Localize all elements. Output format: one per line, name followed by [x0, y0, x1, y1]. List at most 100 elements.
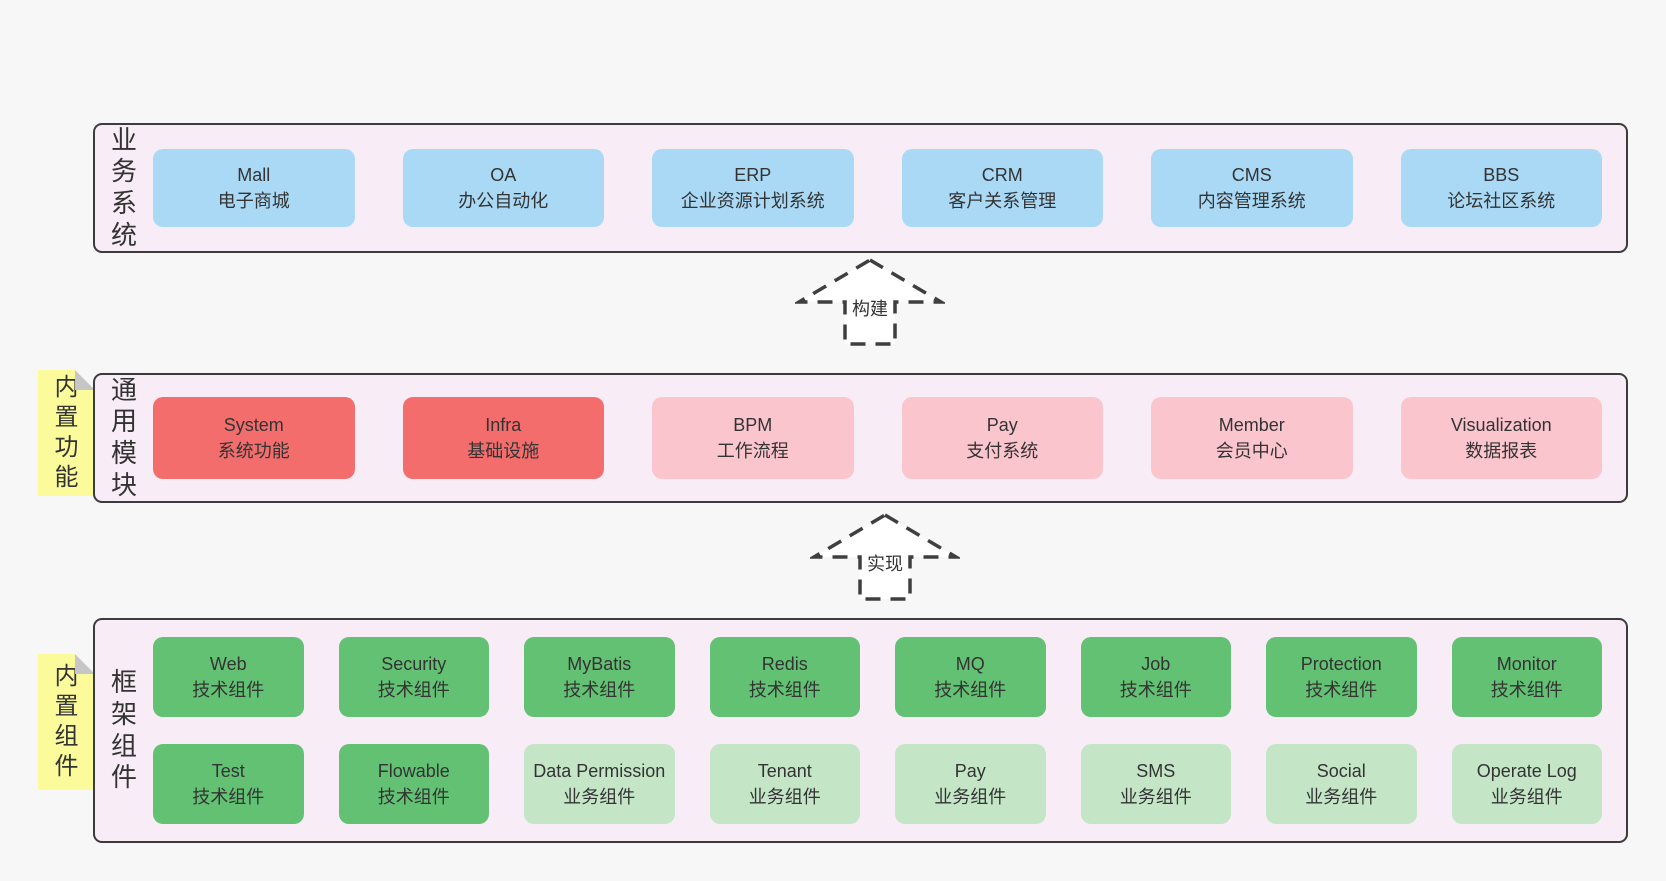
- diagram-box: System 系统功能: [153, 397, 355, 479]
- box-desc: 技术组件: [934, 680, 1007, 700]
- diagram-box: Pay 业务组件: [895, 744, 1046, 824]
- box-row: Test 技术组件 Flowable 技术组件 Data Permission …: [153, 744, 1602, 824]
- box-name: Redis: [761, 653, 808, 674]
- box-name: CMS: [1231, 164, 1272, 185]
- diagram-box: MQ 技术组件: [895, 637, 1046, 717]
- box-desc: 业务组件: [1490, 787, 1563, 807]
- diagram-box: Web 技术组件: [153, 637, 304, 717]
- box-name: Monitor: [1496, 653, 1557, 674]
- diagram-box: Visualization 数据报表: [1400, 397, 1602, 479]
- box-name: Operate Log: [1476, 760, 1577, 781]
- box-name: BPM: [733, 414, 773, 435]
- box-desc: 技术组件: [1490, 680, 1563, 700]
- box-name: MyBatis: [567, 653, 632, 674]
- box-name: System: [223, 414, 284, 435]
- diagram-box: Flowable 技术组件: [338, 744, 489, 824]
- section-side-label-text: 通用模块: [110, 374, 137, 500]
- diagram-box: CRM 客户关系管理: [901, 149, 1103, 227]
- box-desc: 内容管理系统: [1197, 191, 1306, 211]
- box-name: Member: [1218, 414, 1285, 435]
- diagram-box: Protection 技术组件: [1266, 637, 1417, 717]
- arrow-build-label: 构建: [849, 295, 891, 321]
- diagram-box: Infra 基础设施: [402, 397, 604, 479]
- box-desc: 办公自动化: [458, 191, 549, 211]
- box-desc: 技术组件: [1119, 680, 1192, 700]
- section-side-label: 框架组件: [95, 667, 153, 794]
- box-desc: 技术组件: [192, 680, 265, 700]
- tag-built-in-components-label: 内置组件: [54, 663, 79, 780]
- box-name: Mall: [237, 164, 271, 185]
- box-desc: 技术组件: [377, 787, 450, 807]
- folded-corner-icon: [75, 370, 95, 390]
- arrow-implement-label: 实现: [864, 550, 906, 576]
- diagram-box: Test 技术组件: [153, 744, 304, 824]
- section-business-systems: 业务系统 Mall 电子商城 OA 办公自动化 ERP 企业资源计划系统 CRM…: [93, 123, 1628, 253]
- box-row: System 系统功能 Infra 基础设施 BPM 工作流程 Pay 支付系统…: [153, 397, 1602, 479]
- box-name: MQ: [955, 653, 985, 674]
- diagram-box: Mall 电子商城: [153, 149, 355, 227]
- folded-corner-icon: [75, 654, 95, 674]
- box-name: Job: [1141, 653, 1171, 674]
- box-desc: 业务组件: [1119, 787, 1192, 807]
- section-side-label: 业务系统: [95, 125, 153, 252]
- box-desc: 业务组件: [1305, 787, 1378, 807]
- box-name: Pay: [954, 760, 986, 781]
- diagram-box: Tenant 业务组件: [709, 744, 860, 824]
- box-name: Security: [381, 653, 447, 674]
- tag-built-in-components: 内置组件: [38, 654, 95, 790]
- box-name: Infra: [485, 414, 522, 435]
- box-name: Flowable: [377, 760, 450, 781]
- box-desc: 工作流程: [716, 441, 789, 461]
- box-name: Visualization: [1450, 414, 1552, 435]
- box-desc: 业务组件: [934, 787, 1007, 807]
- box-name: Tenant: [757, 760, 812, 781]
- diagram-box: Operate Log 业务组件: [1451, 744, 1602, 824]
- diagram-box: BPM 工作流程: [652, 397, 854, 479]
- box-desc: 业务组件: [563, 787, 636, 807]
- box-name: SMS: [1136, 760, 1176, 781]
- box-desc: 会员中心: [1215, 441, 1288, 461]
- diagram-box: MyBatis 技术组件: [524, 637, 675, 717]
- diagram-box: SMS 业务组件: [1080, 744, 1231, 824]
- diagram-box: Social 业务组件: [1266, 744, 1417, 824]
- box-desc: 电子商城: [217, 191, 290, 211]
- section-side-label-text: 框架组件: [110, 667, 137, 793]
- box-row: Mall 电子商城 OA 办公自动化 ERP 企业资源计划系统 CRM 客户关系…: [153, 149, 1602, 227]
- box-desc: 客户关系管理: [948, 191, 1057, 211]
- box-desc: 数据报表: [1465, 441, 1538, 461]
- section-framework-components: 框架组件 Web 技术组件 Security 技术组件 MyBatis 技术组件…: [93, 618, 1628, 843]
- box-name: Test: [211, 760, 245, 781]
- diagram-box: Redis 技术组件: [709, 637, 860, 717]
- box-name: ERP: [734, 164, 772, 185]
- diagram-box: ERP 企业资源计划系统: [652, 149, 854, 227]
- diagram-box: Job 技术组件: [1080, 637, 1231, 717]
- box-name: OA: [490, 164, 517, 185]
- section-side-label: 通用模块: [95, 375, 153, 502]
- box-name: Web: [209, 653, 247, 674]
- box-desc: 基础设施: [467, 441, 540, 461]
- box-desc: 系统功能: [217, 441, 290, 461]
- box-desc: 业务组件: [748, 787, 821, 807]
- box-name: Pay: [986, 414, 1018, 435]
- arrow-implement: 实现: [810, 513, 960, 601]
- box-desc: 技术组件: [192, 787, 265, 807]
- diagram-box: Pay 支付系统: [901, 397, 1103, 479]
- arrow-build: 构建: [795, 258, 945, 346]
- diagram-box: BBS 论坛社区系统: [1400, 149, 1602, 227]
- box-name: Protection: [1300, 653, 1382, 674]
- box-desc: 论坛社区系统: [1447, 191, 1556, 211]
- box-name: Data Permission: [533, 760, 666, 781]
- diagram-box: Member 会员中心: [1151, 397, 1353, 479]
- box-desc: 技术组件: [748, 680, 821, 700]
- box-desc: 技术组件: [1305, 680, 1378, 700]
- diagram-box: CMS 内容管理系统: [1151, 149, 1353, 227]
- box-desc: 技术组件: [377, 680, 450, 700]
- box-desc: 企业资源计划系统: [680, 191, 825, 211]
- box-desc: 支付系统: [966, 441, 1039, 461]
- diagram-box: Security 技术组件: [338, 637, 489, 717]
- diagram-box: OA 办公自动化: [402, 149, 604, 227]
- box-row: Web 技术组件 Security 技术组件 MyBatis 技术组件 Redi…: [153, 637, 1602, 717]
- tag-built-in-features-label: 内置功能: [54, 374, 79, 491]
- tag-built-in-features: 内置功能: [38, 370, 95, 496]
